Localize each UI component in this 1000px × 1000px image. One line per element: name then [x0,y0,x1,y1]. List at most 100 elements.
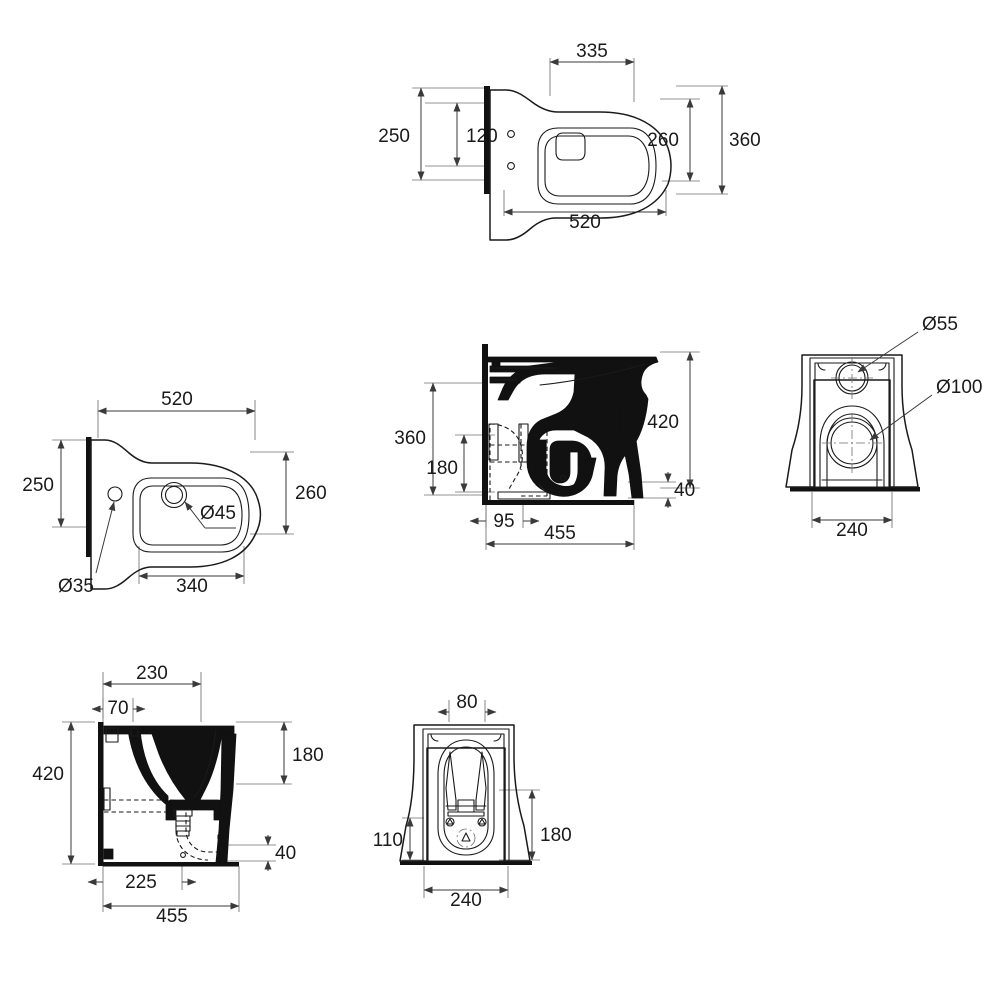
bidet-sec-dim-180: 180 [280,721,324,785]
bidet-floor-hole [180,852,186,858]
dim-label-bidet-340: 340 [176,576,208,597]
wc-rear-hole-100-centerlines [822,413,882,473]
wc-bowl-outline [537,127,657,205]
bidet-sec-dim-420: 420 [32,721,75,865]
bidet-rear-spout-left [445,751,457,811]
bidet-section-extension-lines [62,672,292,912]
bidet-tap-hole [107,486,123,502]
dim-label-d45: Ø45 [200,503,236,524]
wc-sec-dim-180: 180 [426,434,468,493]
bidet-rear-dim-180: 180 [528,789,572,861]
bidet-rear-dim-110: 110 [373,817,414,861]
bidet-bowl-inner-contour [139,485,243,546]
bidet-top-leader-d45: Ø45 [184,501,236,529]
bidet-drain-inner-circle [164,485,184,505]
dim-label-brear-110: 110 [373,830,403,851]
bidet-rear-corner-left [430,733,439,742]
wc-bowl-sweep [539,363,646,386]
dim-label-brear-80: 80 [456,692,477,713]
dim-label-brear-240: 240 [450,890,482,911]
dim-label-360: 360 [729,130,761,151]
bidet-outline [90,439,262,590]
bidet-sec-dim-455: 455 [102,902,240,927]
dim-label-sec-455: 455 [544,523,576,544]
wc-rear-outline [785,354,919,488]
dim-label-bsec-225: 225 [125,872,157,893]
bidet-top-leader-d35: Ø35 [58,501,116,597]
wc-rear-leader-d55: Ø55 [857,314,958,373]
bidet-rear-outline [399,724,531,862]
wc-rear-corner-left [817,362,826,371]
bidet-section-floor [103,862,239,867]
bidet-bowl-wall-left [127,729,169,807]
bidet-top-dim-520: 520 [97,389,256,415]
dim-label-sec-40: 40 [674,480,695,501]
wc-seat-outline [489,89,672,241]
bidet-top-dim-250: 250 [22,439,65,528]
bidet-rear-bowl-inner [443,746,489,850]
bidet-top-dim-340: 340 [138,572,245,597]
bidet-section-wall [98,722,104,866]
wc-hidden-fixings [488,423,551,500]
wc-section-wall [482,344,488,505]
wc-sec-dim-420: 420 [647,351,694,489]
dim-label-250: 250 [378,126,410,147]
bidet-rear-spout-right [475,751,487,811]
wc-bolt-hole-upper [507,130,515,138]
view-wc-rear: 240 Ø55 [785,314,982,541]
dim-label-sec-420: 420 [647,412,679,433]
bidet-top-dim-260: 260 [282,451,327,535]
dim-label-bsec-455: 455 [156,906,188,927]
wc-bowl-inner-contour [544,135,650,197]
wc-rear-corner-right [878,362,887,371]
wc-top-dim-335: 335 [549,41,635,66]
bidet-rear-dim-80: 80 [437,692,497,716]
view-bidet-top: 520 340 250 260 Ø45 [22,389,326,597]
view-bidet-section: 230 70 420 180 40 225 455 [32,663,323,927]
dim-label-sec-180: 180 [426,458,458,479]
view-wc-top: 335 520 120 250 260 360 [378,41,761,241]
bidet-sec-dim-230: 230 [102,663,202,688]
wc-bolt-hole-lower [507,162,515,170]
dim-label-260: 260 [647,130,679,151]
wc-top-extension-lines [412,58,728,216]
bidet-hidden-fixing [103,787,114,860]
view-wc-section: 360 180 420 40 95 455 [394,344,700,550]
wc-sec-dim-360: 360 [394,382,437,496]
bidet-rim-slot [105,727,139,743]
dim-label-120: 120 [466,126,498,147]
wc-rear-leader-d100: Ø100 [869,377,982,441]
wc-sec-dim-40: 40 [664,472,695,508]
bidet-rear-bowl-outer [437,739,495,856]
wc-top-dim-120: 120 [453,102,498,167]
wc-rear-hole-55-centerlines [831,357,873,399]
dim-label-bsec-420: 420 [32,764,64,785]
bidet-waste-pipe [173,809,193,837]
bidet-bowl-outline [132,477,250,553]
bidet-bowl-inner-sweep-2 [193,729,217,799]
bidet-ceramic-section [103,725,235,821]
bidet-sec-dim-225: 225 [87,872,197,893]
bidet-rear-corner-right [493,733,502,742]
bidet-rear-bolt-left [445,817,455,827]
dim-label-bsec-70: 70 [107,698,128,719]
dim-label-335: 335 [576,41,608,62]
dim-label-d55: Ø55 [922,314,958,335]
wc-rear-floor [790,487,920,492]
dim-label-sec-95: 95 [493,511,514,532]
wc-rear-panel [809,357,895,488]
wc-sec-dim-455: 455 [485,523,635,548]
bidet-sec-dim-70: 70 [91,698,146,719]
bidet-rear-drain-grate [456,828,476,848]
bidet-rear-panel [422,728,510,862]
bidet-rear-bolt-right [477,817,487,827]
bidet-rear-dim-240: 240 [423,886,509,911]
wc-top-dim-260: 260 [647,98,694,182]
wc-top-dim-360: 360 [718,85,761,195]
wc-flush-outlet [555,132,586,161]
wc-section-floor [488,500,634,505]
dim-label-bidet-520: 520 [161,389,193,410]
wc-sec-dim-95: 95 [469,511,540,532]
wc-rear-dim-240: 240 [811,516,893,541]
